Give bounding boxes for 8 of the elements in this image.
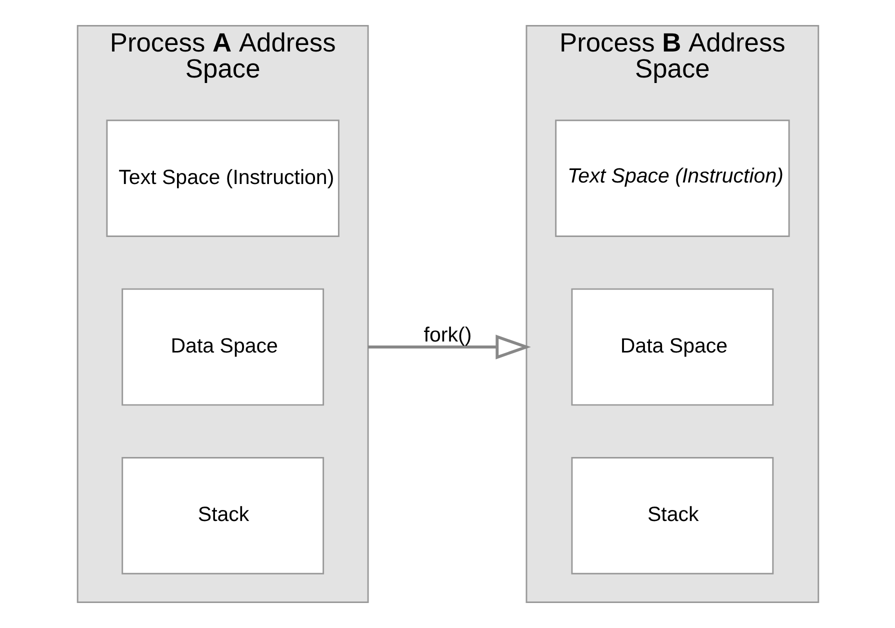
node-box: Stack [570,457,774,574]
edge-label: fork() [423,323,472,346]
node-box: Stack [121,457,324,574]
node-box: Text Space (Instruction) [106,120,339,237]
node-box: Data Space [570,288,774,406]
arrow [368,334,530,360]
node-box: Data Space [121,288,324,406]
node-box: Text Space (Instruction) [554,120,790,237]
